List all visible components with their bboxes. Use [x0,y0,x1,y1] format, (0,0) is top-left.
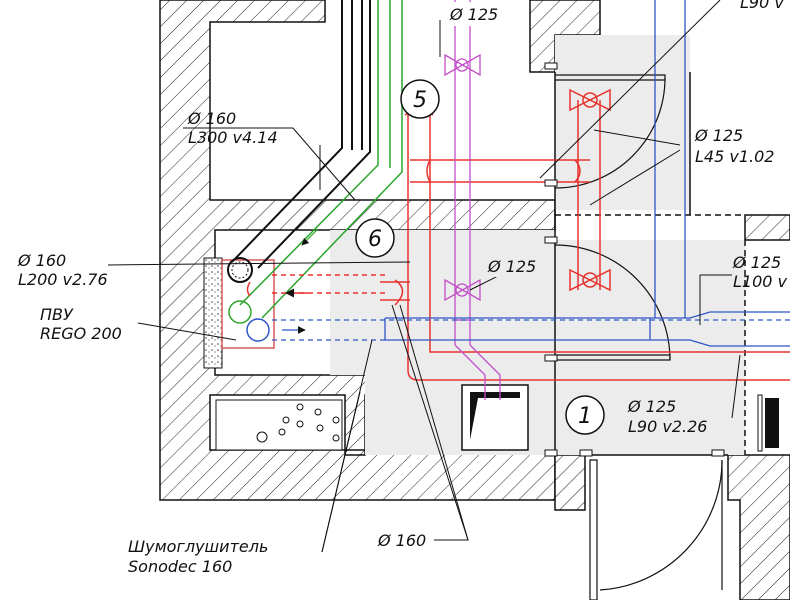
svg-text:5: 5 [413,88,427,113]
label-silencer-1: Шумоглушитель [128,537,268,556]
svg-text:1: 1 [578,404,592,429]
label-l100: L100 v [733,272,788,291]
fan-icon [256,431,268,443]
label-d160-upper: Ø 160 [187,109,236,128]
label-right-d125: Ø 125 [732,253,781,272]
label-pvu: ПВУ [40,305,74,324]
cabinet-box [215,399,343,451]
duct-exhaust-blue [272,0,790,347]
duct-end-black [227,257,253,283]
label-l90: L90 v2.26 [628,417,707,436]
label-rego: REGO 200 [40,324,122,343]
duct-green [239,0,403,319]
label-l200: L200 v2.76 [18,270,108,289]
label-l45: L45 v1.02 [695,147,774,166]
partitions [554,72,746,456]
damper-icon [569,88,611,292]
wall-insulation [203,257,223,369]
window-frame [765,398,779,448]
duct-magenta [454,0,501,400]
label-low-d125: Ø 125 [627,397,676,416]
grille-symbol [470,392,520,440]
svg-text:6: 6 [368,227,382,252]
label-mid-d125: Ø 125 [487,257,536,276]
marker-5: 5 [400,79,440,119]
label-silencer-2: Sonodec 160 [128,557,232,576]
annotations: Ø 125 L90 v Ø 160 L300 v4.14 Ø 125 L45 v… [17,0,790,576]
label-l300: L300 v4.14 [188,128,278,147]
duct-end-blue [246,318,270,342]
duct-end-green [228,300,252,324]
marker-6: 6 [355,218,395,258]
duct-d160-black [231,0,371,269]
label-d160-left: Ø 160 [17,251,66,270]
room-fill [555,35,690,210]
label-top-d125: Ø 125 [449,5,498,24]
label-top-right: L90 v [740,0,784,12]
wall-connectors [544,62,725,457]
window-sill [757,394,763,452]
leader-lines [107,0,741,553]
label-l45-d: Ø 125 [694,126,743,145]
label-d160-bottom: Ø 160 [377,531,426,550]
damper-icon [444,53,481,302]
marker-1: 1 [565,395,605,435]
duct-supply-red [246,100,790,381]
